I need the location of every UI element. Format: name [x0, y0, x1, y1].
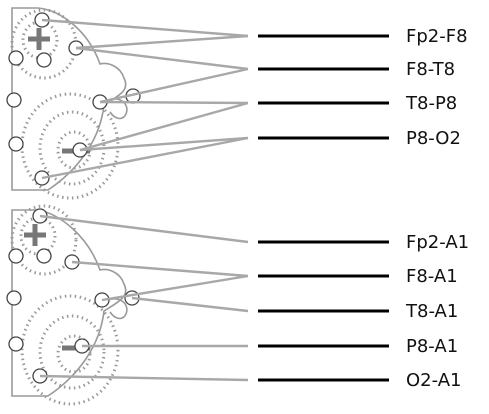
electrode-c4	[7, 93, 21, 107]
electrode-f4	[9, 51, 23, 65]
electrode-p4	[9, 137, 23, 151]
channel-label-t8-p8: T8-P8	[405, 93, 457, 114]
bipolar-montage-panel: Fp2-F8 F8-T8 T8-P8 P8-O2	[7, 8, 468, 198]
channel-label-p8-a1: P8-A1	[406, 336, 458, 357]
electrode-p4	[9, 337, 23, 351]
electrode-f4b	[37, 53, 51, 67]
channel-label-p8-o2: P8-O2	[406, 128, 461, 149]
electrode-c4	[7, 291, 21, 305]
channel-label-fp2-f8: Fp2-F8	[406, 26, 468, 47]
electrode-f8	[37, 249, 51, 263]
channel-label-fp2-a1: Fp2-A1	[406, 232, 469, 253]
channel-label-o2-a1: O2-A1	[406, 370, 462, 391]
channel-label-t8-a1: T8-A1	[405, 301, 458, 322]
channel-label-f8-t8: F8-T8	[406, 59, 455, 80]
channel-label-f8-a1: F8-A1	[406, 266, 458, 287]
electrode-f4	[9, 249, 23, 263]
referential-montage-panel: Fp2-A1 F8-A1 T8-A1 P8-A1 O2-A1	[7, 206, 469, 404]
referential-connectors	[40, 216, 248, 380]
head-diagram-bottom	[7, 206, 139, 404]
